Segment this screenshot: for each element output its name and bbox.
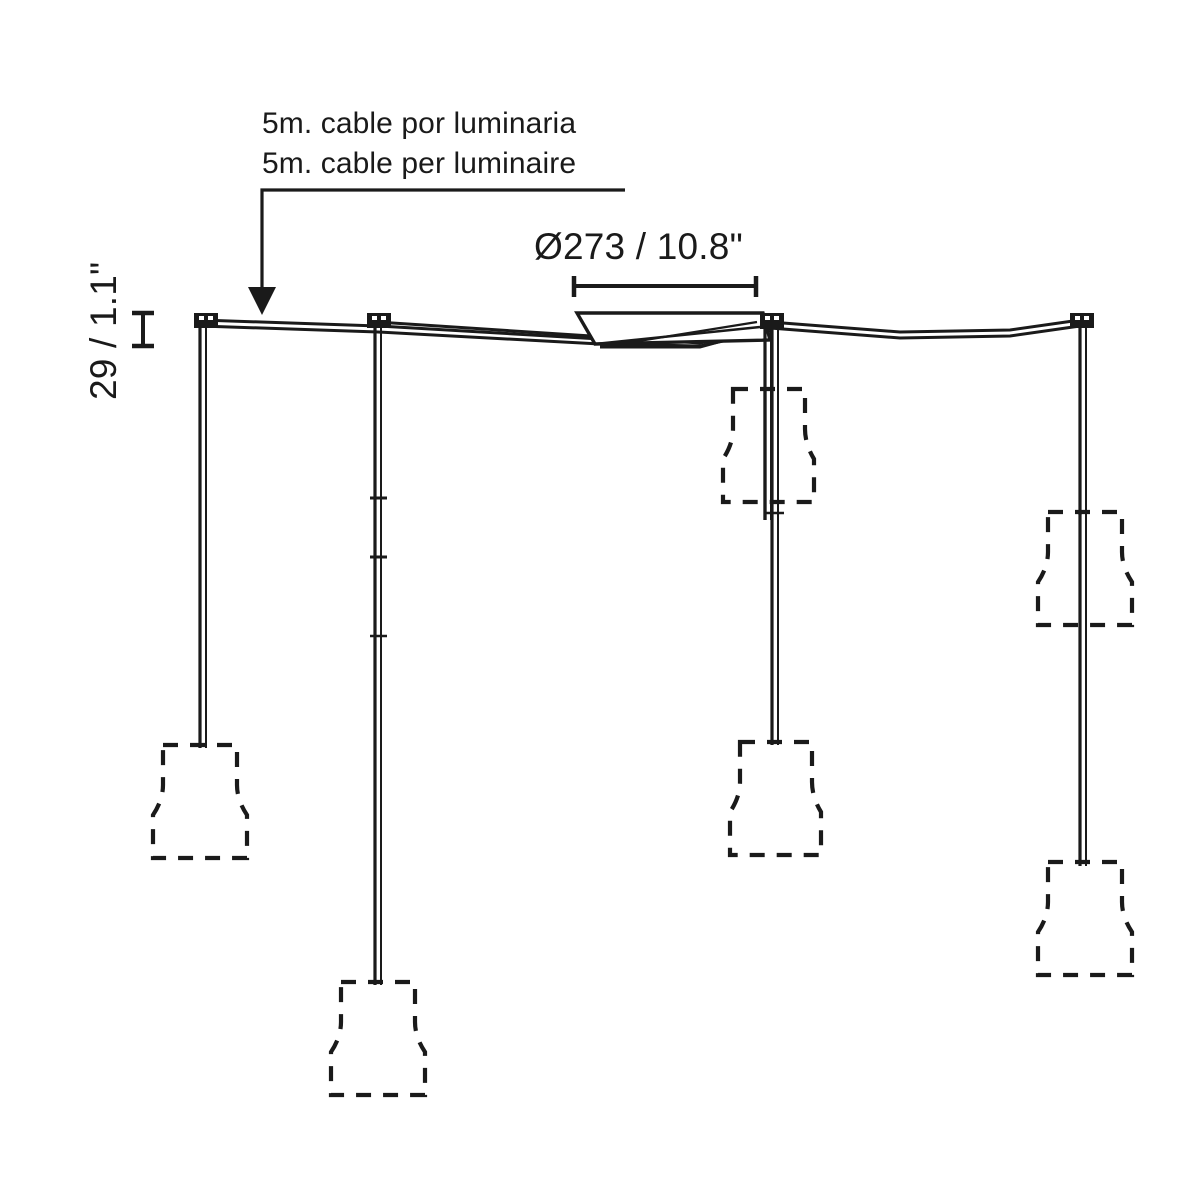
- diameter-dimension-line: [571, 276, 759, 297]
- leader-arrowhead: [248, 287, 276, 315]
- height-dimension-marker: [132, 310, 154, 349]
- pendant-center-upper-shade: [720, 386, 817, 505]
- cable-note-line-en: 5m. cable per luminaire: [262, 147, 576, 180]
- pendant-center-lower-shade: [727, 739, 824, 858]
- cable-drops: [198, 320, 1087, 985]
- cable-drop-lower-left: [370, 322, 387, 985]
- height-dimension-group: 29 / 1.1": [83, 262, 154, 400]
- anchor-right-corner: [1070, 313, 1094, 328]
- pendant-left-shade: [150, 742, 250, 861]
- anchor-canopy-right: [760, 313, 784, 329]
- ceiling-canopy: [574, 311, 773, 346]
- cable-passthrough-segments: [763, 389, 1087, 632]
- pendant-lower-left-shade: [328, 979, 428, 1098]
- cable-drop-right: [1078, 322, 1087, 866]
- cable-note-line-es: 5m. cable por luminaria: [262, 107, 576, 140]
- anchor-second: [367, 313, 391, 328]
- cable-drop-left: [198, 320, 207, 748]
- height-dimension-label: 29 / 1.1": [83, 262, 124, 400]
- diameter-dimension-group: Ø273 / 10.8": [534, 226, 759, 297]
- pendant-right-upper-shade: [1035, 509, 1135, 628]
- pendant-shades: [150, 386, 1135, 1098]
- pendant-right-lower-shade: [1035, 859, 1135, 978]
- cable-note-block: 5m. cable por luminaria 5m. cable per lu…: [262, 107, 576, 180]
- diameter-dimension-label: Ø273 / 10.8": [534, 226, 743, 267]
- cable-note-leader: [248, 188, 625, 315]
- anchor-brackets: [194, 313, 1094, 329]
